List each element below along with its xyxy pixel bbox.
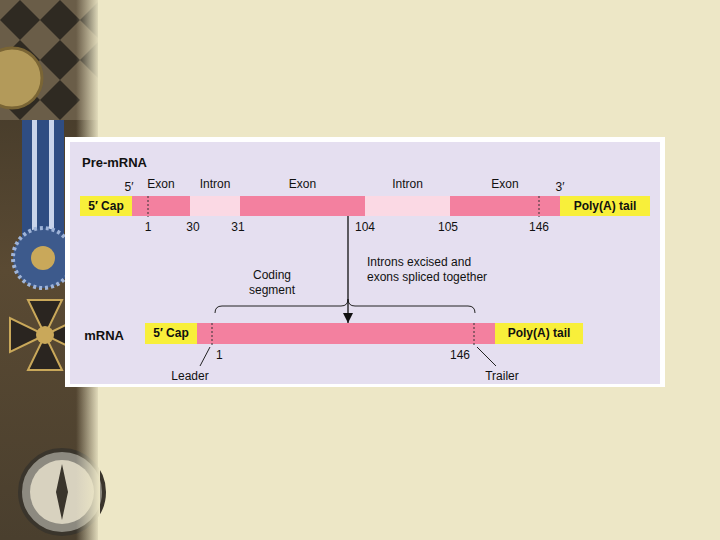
connector-group: [348, 216, 349, 323]
start-mark: [148, 196, 149, 217]
position-number: 146: [529, 220, 549, 235]
gold-coin: [0, 48, 42, 108]
rosette: [13, 228, 73, 288]
position-number: 31: [231, 220, 244, 235]
strand-name: mRNA: [84, 328, 124, 343]
poly-a-segment: Poly(A) tail: [560, 196, 650, 216]
leader-line: [200, 347, 210, 366]
coding-bracket: [215, 299, 475, 313]
region-label: Leader: [171, 369, 208, 384]
segment-label: Intron: [200, 177, 231, 192]
cap-segment: 5′ Cap: [80, 196, 132, 216]
cap-segment: 5′ Cap: [145, 323, 197, 344]
mrna-strand: [145, 323, 583, 344]
region-label: Trailer: [485, 369, 519, 384]
bracket-label: Coding segment: [242, 268, 302, 298]
segment-label: Intron: [392, 177, 423, 192]
position-number: 1: [145, 220, 152, 235]
mrna-band: mRNA5′ CapPoly(A) tail: [145, 323, 583, 344]
segment-text: 5′ Cap: [153, 326, 189, 341]
end-label: 3′: [556, 180, 565, 195]
start-mark: [212, 323, 213, 345]
cross-center: [36, 326, 54, 344]
position-number: 30: [186, 220, 199, 235]
position-number: 105: [438, 220, 458, 235]
intron-segment: Intron: [365, 196, 450, 216]
segment-label: Exon: [147, 177, 174, 192]
leader-line: [477, 347, 496, 366]
panel-ground: [70, 142, 660, 384]
end-label: 5′: [125, 180, 134, 195]
poly-a-segment: Poly(A) tail: [495, 323, 583, 344]
segment-text: Poly(A) tail: [574, 199, 637, 214]
splicing-arrow: [347, 216, 348, 323]
step-label: Introns excised and exons spliced togeth…: [367, 255, 495, 285]
position-number: 1: [216, 348, 223, 363]
rosette-center: [31, 246, 55, 270]
intron-segment: Intron: [190, 196, 240, 216]
exon-segment: Exon: [450, 196, 560, 216]
end-mark: [474, 323, 475, 345]
ribbon-stripe: [49, 120, 54, 240]
ribbon-stripe: [32, 120, 37, 240]
ribbon-band: [22, 120, 64, 240]
strand-name: Pre-mRNA: [82, 155, 147, 170]
segment-text: 5′ Cap: [88, 199, 124, 214]
panel-border: [65, 137, 665, 387]
pre-mrna-strand: [80, 196, 650, 216]
position-number: 104: [355, 220, 375, 235]
segment-label: Exon: [491, 177, 518, 192]
segment-label: Exon: [289, 177, 316, 192]
exon-segment: Exon: [132, 196, 190, 216]
blue-ribbon: [13, 120, 73, 288]
segment-text: Poly(A) tail: [508, 326, 571, 341]
position-number: 146: [450, 348, 470, 363]
pre-mrna-band: Pre-mRNA5′ CapExonIntronExonIntronExonPo…: [80, 196, 650, 216]
end-mark: [539, 196, 540, 217]
compass-needle: [56, 464, 68, 520]
exon-segment: Exon: [240, 196, 365, 216]
